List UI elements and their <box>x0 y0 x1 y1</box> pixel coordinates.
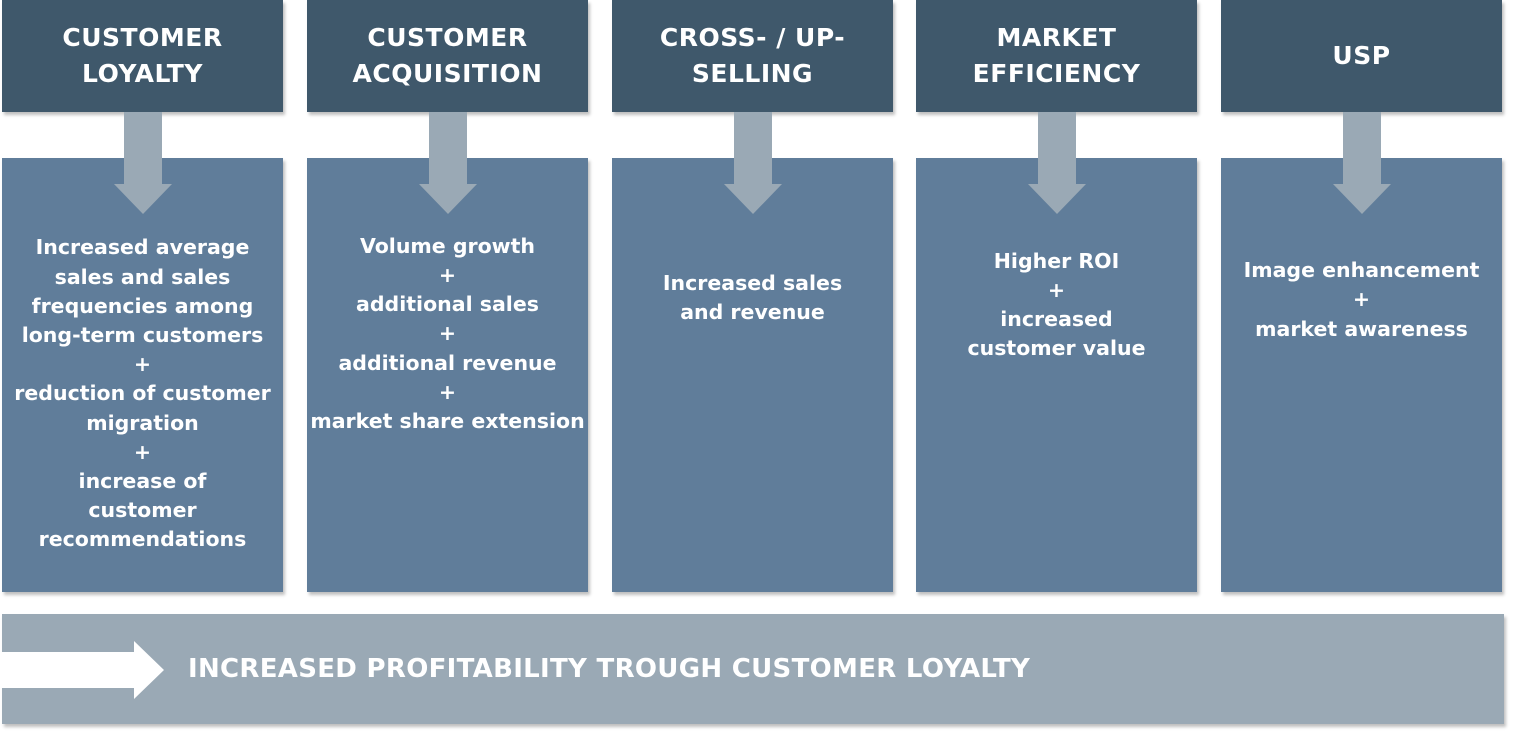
column-header: CUSTOMER LOYALTY <box>2 0 283 112</box>
plus-separator: + <box>133 439 152 464</box>
column-body-text: Higher ROI + increased customer value <box>959 247 1153 364</box>
column-body-text: Volume growth + additional sales + addit… <box>302 232 592 436</box>
body-line: customer <box>88 498 197 523</box>
body-line: additional revenue <box>338 350 557 375</box>
banner-title: INCREASED PROFITABILITY TROUGH CUSTOMER … <box>188 654 1031 684</box>
body-line: reduction of customer <box>14 381 271 406</box>
body-line: Increased sales <box>662 270 843 295</box>
column-body-text: Increased average sales and sales freque… <box>6 195 278 554</box>
right-arrow-icon <box>0 641 164 699</box>
plus-separator: + <box>438 379 457 404</box>
body-line: and revenue <box>680 300 825 324</box>
body-line: market awareness <box>1255 316 1468 341</box>
column-header: MARKET EFFICIENCY <box>916 0 1197 112</box>
plus-separator: + <box>438 262 457 287</box>
column-body: Higher ROI + increased customer value <box>916 158 1197 592</box>
down-arrow-icon <box>724 112 782 214</box>
down-arrow-icon <box>114 112 172 214</box>
body-line: Increased average <box>35 235 250 260</box>
plus-separator: + <box>1352 287 1371 312</box>
body-line: frequencies among <box>31 293 254 318</box>
body-line: Image enhancement <box>1243 258 1480 283</box>
body-line: long-term customers <box>21 322 264 347</box>
column-body: Increased sales and revenue <box>612 158 893 592</box>
plus-separator: + <box>133 352 152 377</box>
plus-separator: + <box>438 321 457 346</box>
body-line: additional sales <box>356 292 539 317</box>
column-body-text: Increased sales and revenue <box>655 269 850 327</box>
column-customer-loyalty: CUSTOMER LOYALTY Increased average sales… <box>2 0 283 592</box>
column-body-text: Image enhancement + market awareness <box>1236 256 1488 344</box>
column-header: CUSTOMER ACQUISITION <box>307 0 588 112</box>
down-arrow-icon <box>419 112 477 214</box>
body-line: increased <box>1000 307 1113 331</box>
down-arrow-icon <box>1028 112 1086 214</box>
body-line: customer value <box>967 336 1146 361</box>
profitability-banner: INCREASED PROFITABILITY TROUGH CUSTOMER … <box>0 614 1504 724</box>
column-cross-up-selling: CROSS- / UP- SELLING Increased sales and… <box>612 0 893 592</box>
body-line: sales and sales <box>54 264 231 289</box>
column-customer-acquisition: CUSTOMER ACQUISITION Volume growth + add… <box>307 0 588 592</box>
column-header: USP <box>1221 0 1502 112</box>
down-arrow-icon <box>1333 112 1391 214</box>
column-body: Image enhancement + market awareness <box>1221 158 1502 592</box>
body-line: increase of <box>78 469 207 493</box>
body-line: recommendations <box>38 527 247 552</box>
body-line: Higher ROI <box>993 248 1120 273</box>
column-body: Increased average sales and sales freque… <box>2 158 283 592</box>
body-line: migration <box>86 410 199 435</box>
column-body: Volume growth + additional sales + addit… <box>307 158 588 592</box>
column-market-efficiency: MARKET EFFICIENCY Higher ROI + increased… <box>916 0 1197 592</box>
body-line: Volume growth <box>359 233 536 258</box>
plus-separator: + <box>1047 277 1066 302</box>
body-line: market share extension <box>310 409 585 433</box>
column-header: CROSS- / UP- SELLING <box>612 0 893 112</box>
column-usp: USP Image enhancement + market awareness <box>1221 0 1502 592</box>
